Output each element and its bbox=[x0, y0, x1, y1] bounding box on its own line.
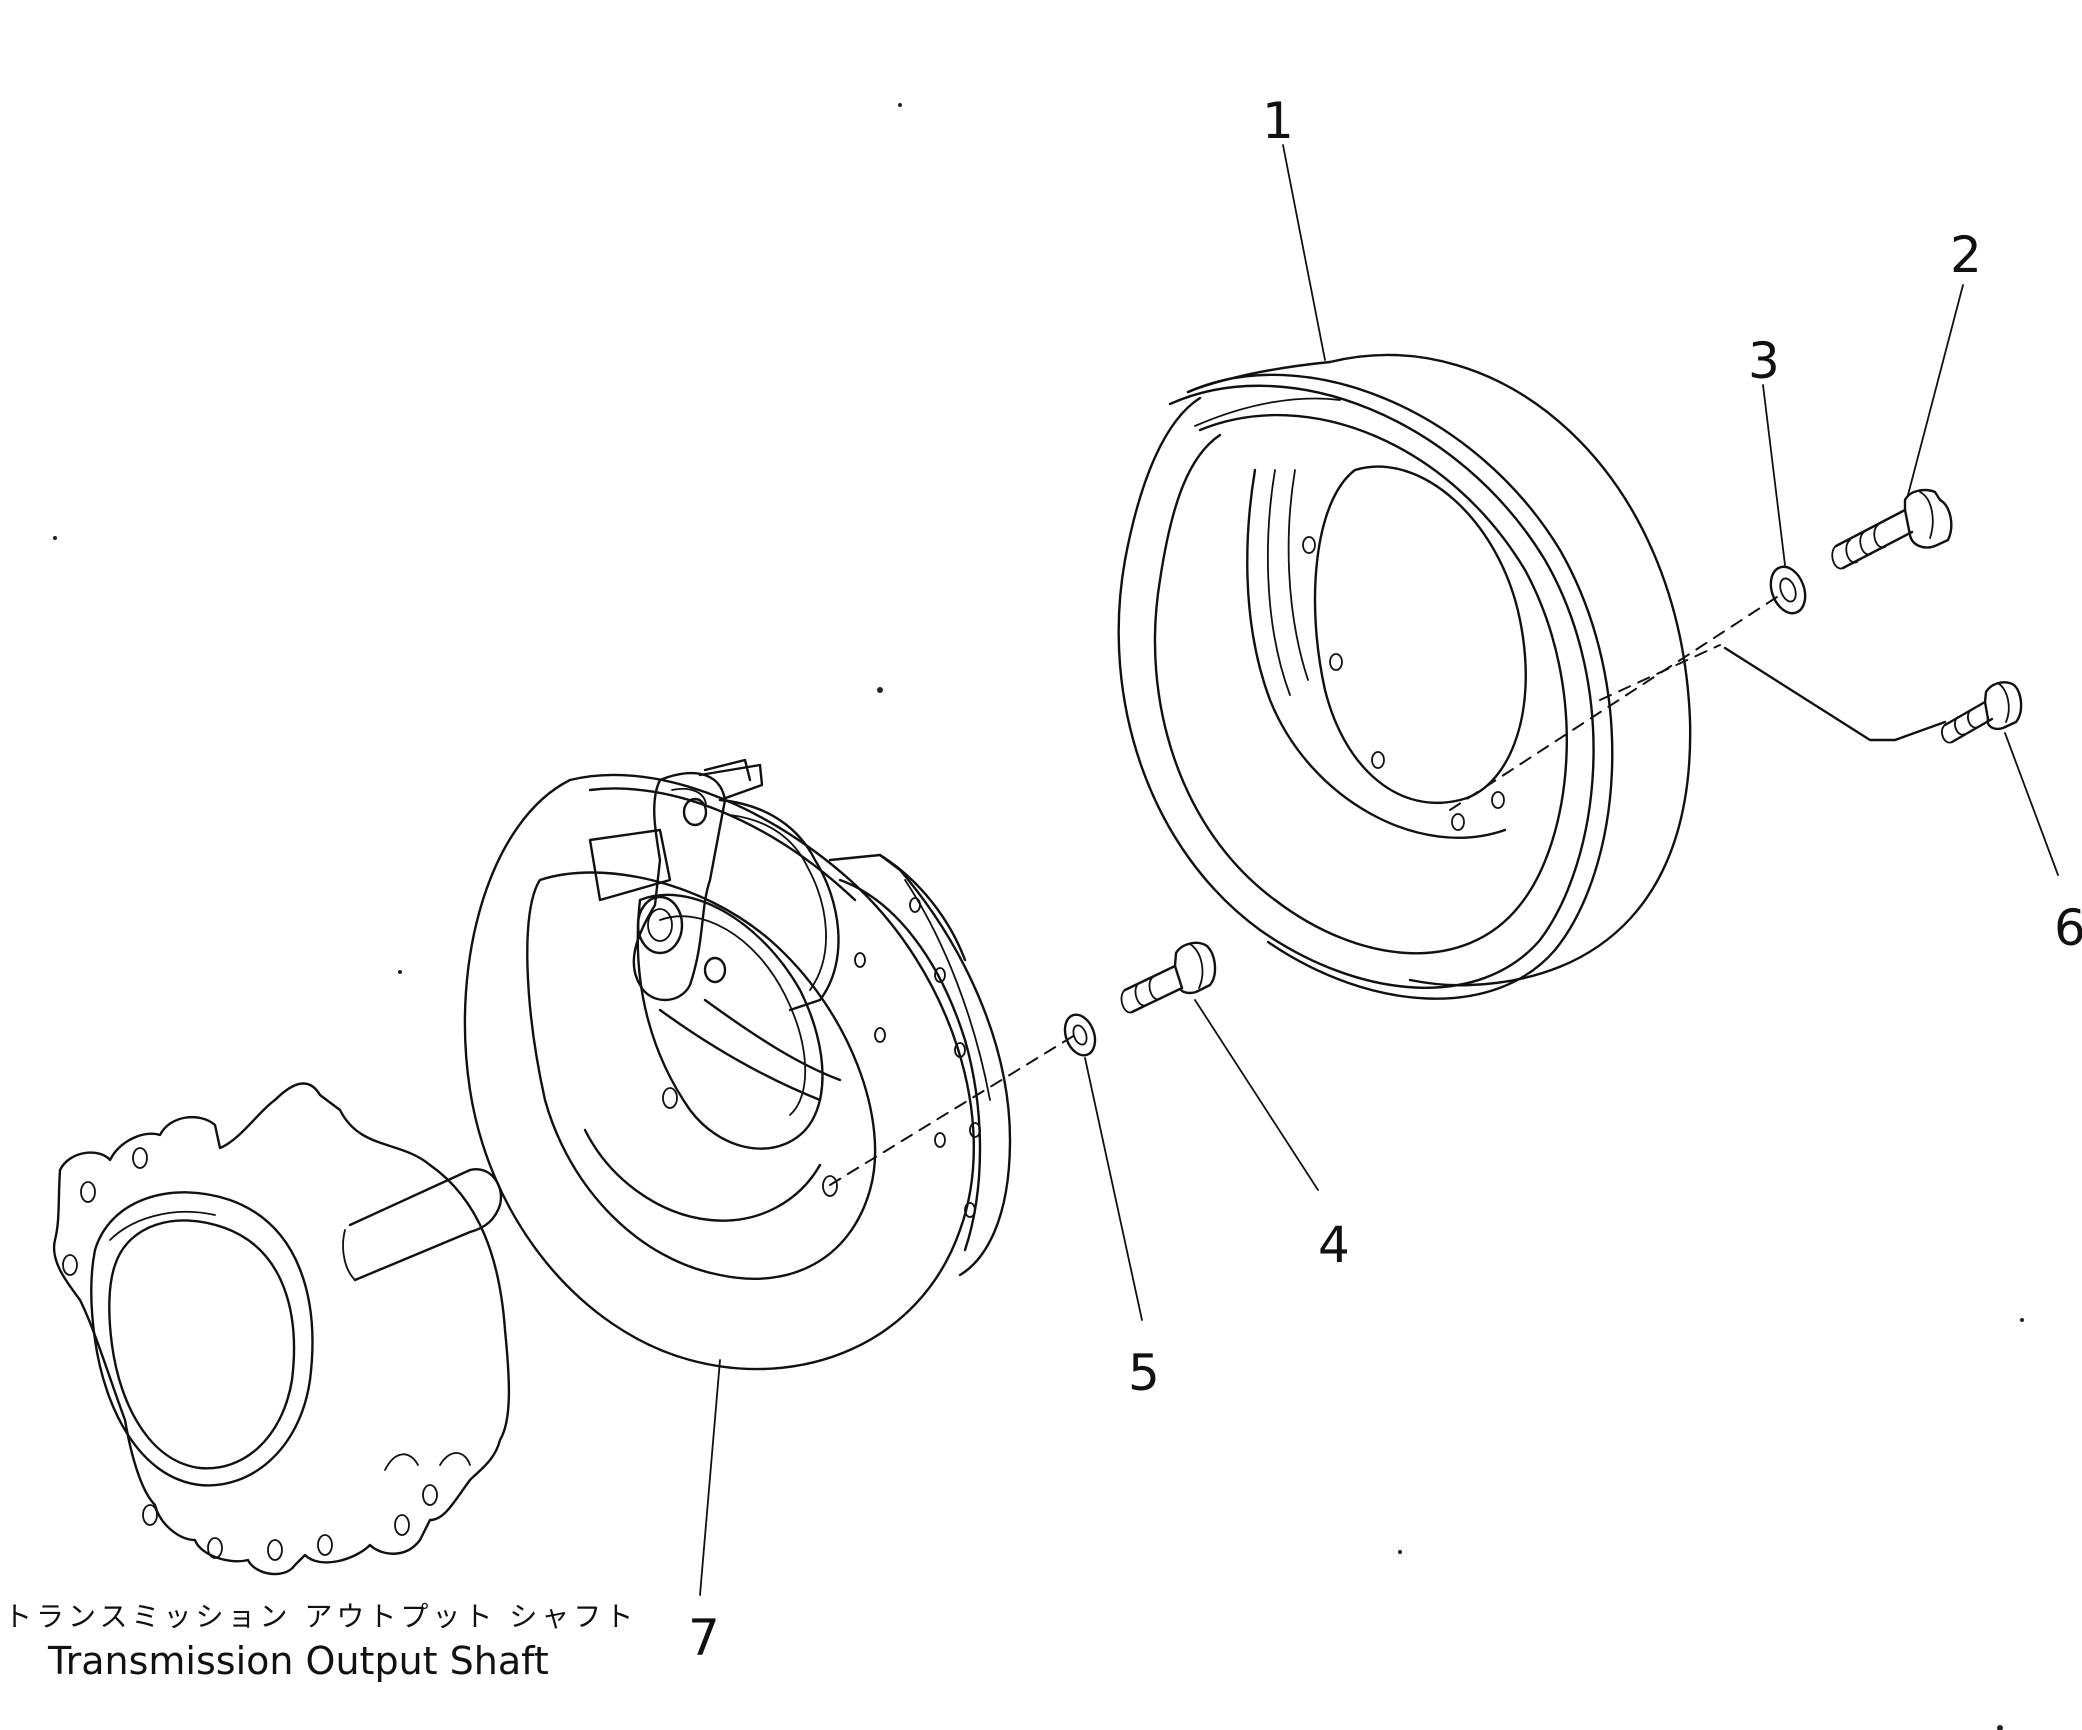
caption: トランスミッション アウトプット シャフト Transmission Outpu… bbox=[4, 1600, 637, 1683]
callout-7: 7 bbox=[688, 1609, 720, 1667]
leader-6 bbox=[2004, 732, 2059, 876]
transmission-output-shaft-housing bbox=[52, 1082, 511, 1576]
callout-1: 1 bbox=[1262, 92, 1294, 150]
leader-5 bbox=[1084, 1057, 1143, 1321]
leader-3 bbox=[1762, 384, 1786, 566]
leader-1 bbox=[1282, 144, 1326, 361]
leader-2 bbox=[1907, 284, 1964, 496]
scan-specks bbox=[53, 103, 2024, 1730]
washer-part-3 bbox=[1769, 565, 1807, 615]
leader-4 bbox=[1194, 999, 1319, 1191]
callout-5: 5 bbox=[1128, 1344, 1160, 1402]
caption-japanese: トランスミッション アウトプット シャフト bbox=[4, 1600, 637, 1633]
callout-numbers: 1 2 3 4 5 6 7 bbox=[688, 92, 2082, 1667]
washer-part-5 bbox=[1063, 1013, 1097, 1057]
brake-assembly-part-7 bbox=[463, 758, 1012, 1371]
callout-3: 3 bbox=[1748, 332, 1780, 390]
leader-7 bbox=[699, 1359, 721, 1596]
bolt-part-2 bbox=[1831, 488, 1953, 570]
brake-drum-part-1 bbox=[1117, 353, 1692, 1000]
bolt-part-4 bbox=[1120, 941, 1217, 1014]
assembly-lines bbox=[829, 594, 1947, 1186]
callout-2: 2 bbox=[1950, 226, 1982, 284]
caption-english: Transmission Output Shaft bbox=[47, 1639, 549, 1683]
bolt-part-6 bbox=[1941, 681, 2023, 744]
callout-6: 6 bbox=[2054, 899, 2082, 957]
leader-lines bbox=[699, 144, 2059, 1596]
callout-4: 4 bbox=[1318, 1216, 1350, 1274]
